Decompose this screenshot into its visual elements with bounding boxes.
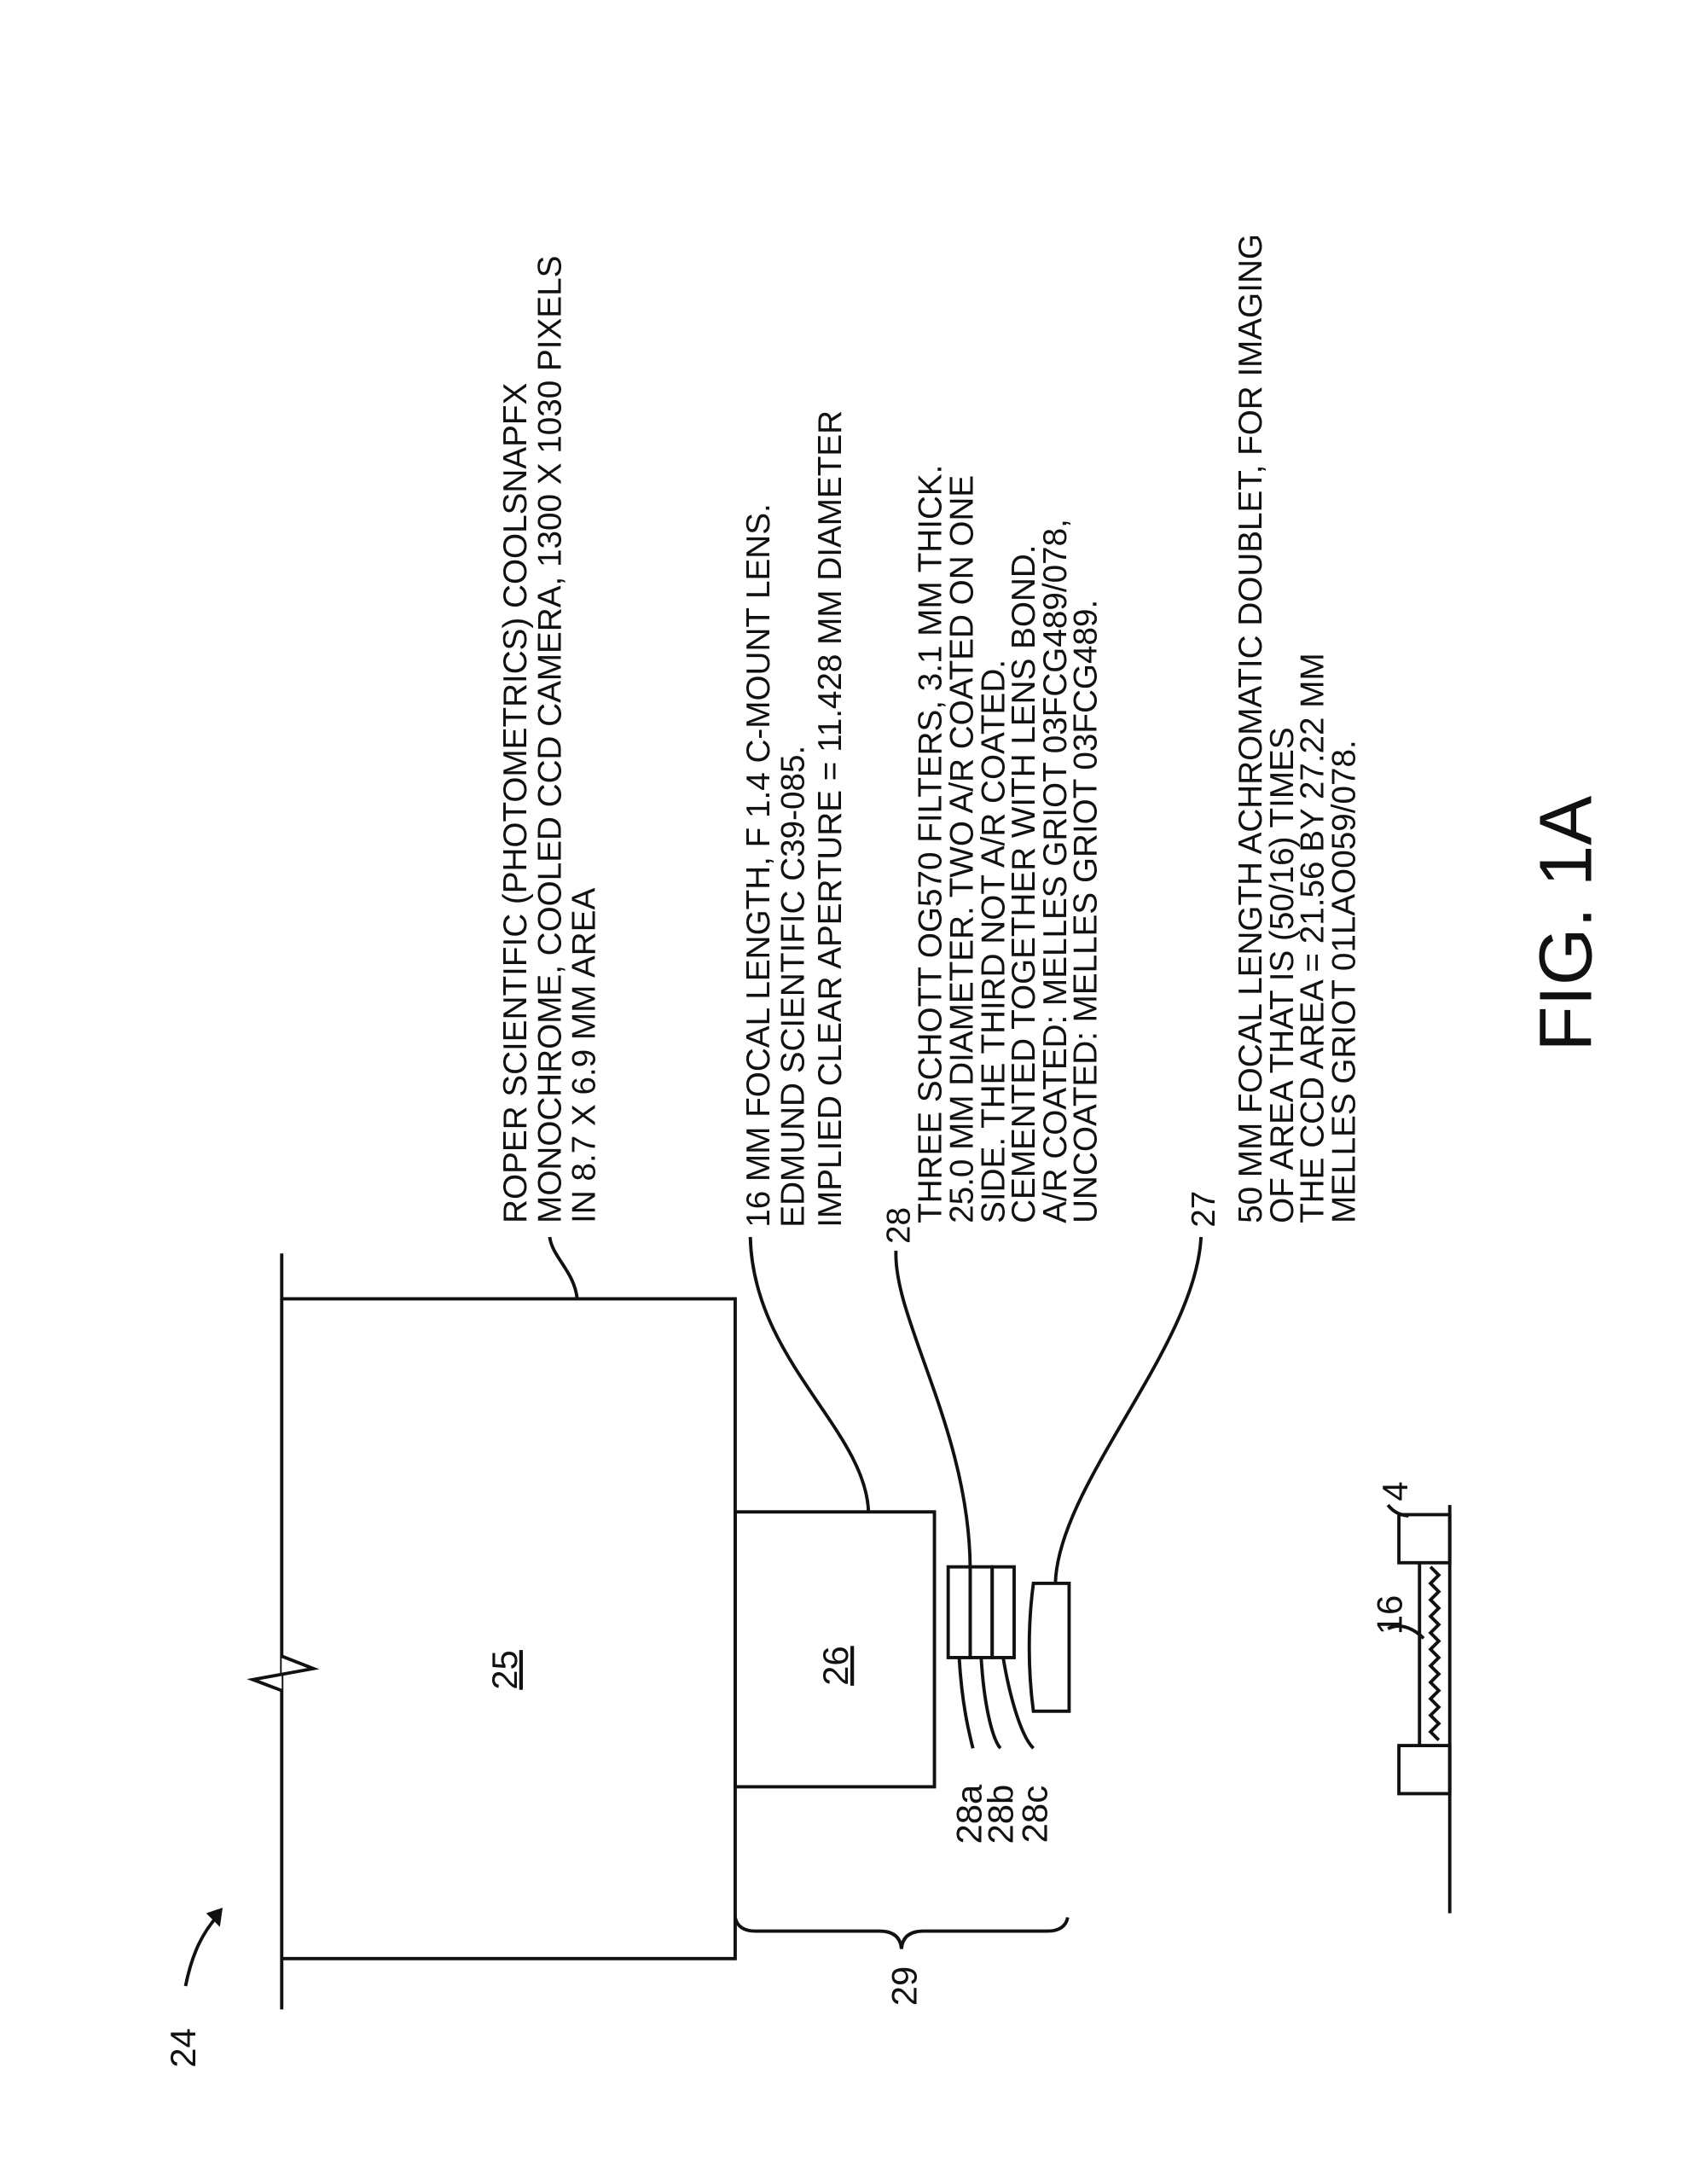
lens-body [734,1510,937,1789]
assembly-brace [734,1916,1070,1949]
sample-holder [1386,1503,1452,1914]
svg-text:50 MM FOCAL LENGTH ACHROMATIC: 50 MM FOCAL LENGTH ACHROMATIC DOUBLET, F… [1232,234,1269,1223]
svg-text:MONOCHROME, COOLED CCD CAMERA,: MONOCHROME, COOLED CCD CAMERA, 1300 X 10… [531,256,568,1223]
system-arrow [183,1912,222,1987]
camera-body [246,1253,737,2010]
doublet-leader [1053,1236,1204,1584]
sample-ref: 16 [1369,1595,1409,1635]
camera-note: ROPER SCIENTIFIC (PHOTOMETRICS) COOLSNAP… [497,256,603,1223]
figure-label: FIG. 1A [1525,796,1608,1052]
assembly-ref: 29 [884,1966,925,2007]
svg-text:A/R COATED: MELLES GRIOT 03FCG: A/R COATED: MELLES GRIOT 03FCG489/078, [1037,519,1074,1223]
lens-leader [748,1236,871,1513]
doublet-ref: 27 [1186,1191,1222,1228]
svg-text:IN 8.7 X 6.9 MM AREA: IN 8.7 X 6.9 MM AREA [566,887,603,1223]
holder-ref: 4 [1375,1481,1415,1501]
doublet-lens [1027,1582,1071,1713]
svg-text:ROPER SCIENTIFIC (PHOTOMETRICS: ROPER SCIENTIFIC (PHOTOMETRICS) COOLSNAP… [497,383,534,1223]
svg-text:UNCOATED: MELLES GRIOT 03FCG48: UNCOATED: MELLES GRIOT 03FCG489. [1068,600,1105,1223]
lens-ref: 26 [815,1646,856,1686]
filters-ref: 28 [881,1207,918,1244]
svg-text:THREE SCHOTT OG570 FILTERS, 3.: THREE SCHOTT OG570 FILTERS, 3.1 MM THICK… [913,465,949,1223]
filters-note: THREE SCHOTT OG570 FILTERS, 3.1 MM THICK… [913,465,1105,1223]
svg-text:OF AREA THAT IS (50/16) TIMES: OF AREA THAT IS (50/16) TIMES [1264,727,1301,1223]
system-ref: 24 [163,2028,203,2068]
svg-text:MELLES GRIOT 01LAO059/078.: MELLES GRIOT 01LAO059/078. [1326,740,1363,1223]
filters-leader [894,1251,972,1567]
filter-b-ref: 28b [980,1785,1020,1844]
camera-leader [548,1236,579,1299]
svg-text:THE CCD AREA = 21.56 BY 27.22: THE CCD AREA = 21.56 BY 27.22 MM [1294,653,1331,1223]
filter-stack [946,1565,1035,1750]
svg-text:SIDE. THE THIRD NOT A/R COATED: SIDE. THE THIRD NOT A/R COATED. [976,659,1012,1223]
svg-text:16 MM FOCAL LENGTH, F 1.4 C-MO: 16 MM FOCAL LENGTH, F 1.4 C-MOUNT LENS. [740,503,777,1227]
camera-ref: 25 [484,1650,525,1690]
filter-a-ref: 28a [948,1784,989,1844]
svg-text:25.0 MM DIAMETER. TWO A/R COAT: 25.0 MM DIAMETER. TWO A/R COATED ON ONE [944,475,981,1223]
svg-text:IMPLIED CLEAR APERTURE = 11.42: IMPLIED CLEAR APERTURE = 11.428 MM DIAME… [812,410,849,1228]
svg-text:EDMUND SCIENTIFIC C39-085.: EDMUND SCIENTIFIC C39-085. [775,746,812,1228]
lens-note: 16 MM FOCAL LENGTH, F 1.4 C-MOUNT LENS. … [740,410,849,1228]
doublet-note: 50 MM FOCAL LENGTH ACHROMATIC DOUBLET, F… [1232,234,1363,1223]
svg-text:CEMENTED TOGETHER WITH LENS BO: CEMENTED TOGETHER WITH LENS BOND. [1006,544,1042,1223]
filter-c-ref: 28c [1015,1786,1055,1844]
